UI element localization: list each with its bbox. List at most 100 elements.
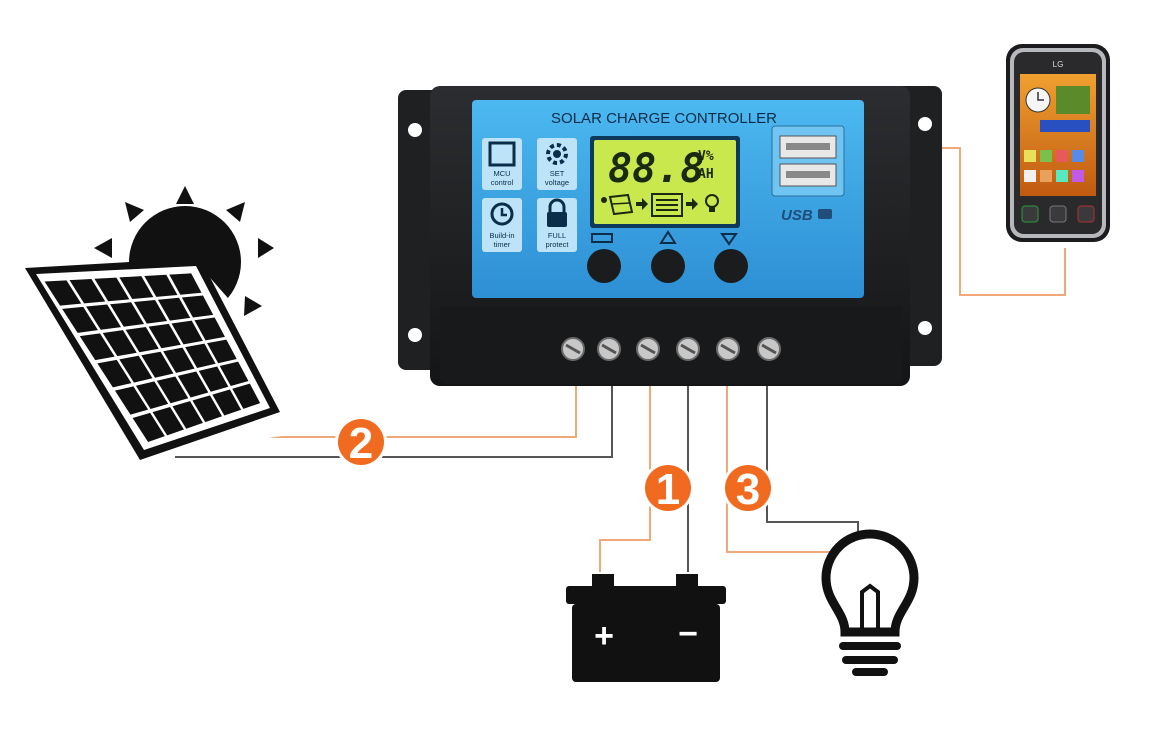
phone-app-grid xyxy=(1024,150,1084,182)
step-number: 1 xyxy=(656,465,680,514)
lcd-flow-icons xyxy=(601,193,719,217)
solar-cell xyxy=(192,395,223,423)
gear-icon xyxy=(546,143,568,165)
down-arrow-icon xyxy=(720,233,738,246)
lock-icon xyxy=(547,198,567,227)
solar-cell xyxy=(135,381,169,409)
mount-hole-left-bottom xyxy=(408,328,422,342)
solar-cell xyxy=(172,401,203,429)
solar-cell xyxy=(133,300,168,324)
step-number: 3 xyxy=(736,465,760,514)
solar-cell xyxy=(119,355,153,383)
lcd-unit-bottom: AH xyxy=(698,167,714,182)
solar-panel xyxy=(25,186,342,460)
solar-cell xyxy=(198,366,229,392)
terminal-screw-slot xyxy=(565,343,581,355)
solar-cell xyxy=(119,276,154,300)
lcd-unit-top: V% xyxy=(698,149,714,164)
wire-load-negative xyxy=(766,378,859,545)
solar-cell xyxy=(110,302,145,327)
menu-button[interactable] xyxy=(587,249,621,283)
lcd-arrow-icon xyxy=(686,198,698,210)
usb-port: USB xyxy=(771,125,845,224)
lcd-sun-panel-icon xyxy=(601,193,634,216)
terminal-screw-slot xyxy=(601,343,617,355)
solar-cell xyxy=(148,323,181,349)
charge-controller: SOLAR CHARGE CONTROLLER MCU control SET … xyxy=(398,86,942,386)
feature-label-line1: Build-in xyxy=(489,231,514,240)
feature-tiles: MCU control SET voltage Build-in t xyxy=(482,138,577,252)
solar-cell xyxy=(102,330,137,357)
solar-cell xyxy=(169,273,202,295)
menu-icon xyxy=(591,233,613,243)
step-number: 2 xyxy=(349,419,373,468)
phone-photo-widget xyxy=(1056,86,1090,114)
solar-cell xyxy=(181,295,214,318)
mount-hole-right-bottom xyxy=(918,321,932,335)
usb-label: USB xyxy=(781,207,813,224)
solar-cell xyxy=(163,347,195,373)
step-badge-2: 2 xyxy=(335,416,387,468)
feature-mcu-control: MCU control xyxy=(482,138,522,190)
solar-cell xyxy=(171,320,203,345)
phone-blue-widget xyxy=(1040,120,1090,132)
down-button[interactable] xyxy=(714,249,748,283)
wire-battery-positive xyxy=(599,378,651,572)
solar-cell xyxy=(156,376,189,404)
lcd-battery-icon xyxy=(651,193,683,217)
wire-solar-negative xyxy=(175,378,613,458)
feature-full-protect: FULL protect xyxy=(537,198,577,252)
feature-set-voltage: SET voltage xyxy=(537,138,577,190)
solar-cell xyxy=(69,278,106,304)
solar-cell xyxy=(207,339,237,364)
solar-cell xyxy=(185,343,216,369)
chip-icon xyxy=(488,141,516,167)
up-button[interactable] xyxy=(651,249,685,283)
wire-load-positive xyxy=(726,378,840,553)
solar-cell xyxy=(219,361,249,387)
solar-cell xyxy=(194,317,225,341)
solar-cell xyxy=(144,274,178,297)
solar-cell xyxy=(125,327,159,353)
terminal-screw-slot xyxy=(680,343,696,355)
solar-cell xyxy=(62,306,98,333)
mobile-phone: LG xyxy=(1006,44,1110,242)
solar-cell xyxy=(177,371,209,398)
terminal-screws xyxy=(561,337,781,361)
terminal-screw-slot xyxy=(761,343,777,355)
feature-label-line2: control xyxy=(491,178,514,187)
mount-hole-left-top xyxy=(408,123,422,137)
battery-minus: − xyxy=(678,615,698,653)
phone-keys xyxy=(1021,205,1095,223)
terminal-block xyxy=(440,306,902,384)
terminal-screw-slot xyxy=(720,343,736,355)
step-badge-1: 1 xyxy=(642,462,694,514)
step-badge-3: 3 xyxy=(722,462,774,514)
solar-panel-cells xyxy=(44,273,261,442)
lcd-bulb-icon xyxy=(705,194,719,212)
usb-plug-icon xyxy=(818,209,832,219)
clock-icon xyxy=(490,202,514,226)
solar-cell xyxy=(94,277,130,302)
feature-build-in-timer: Build-in timer xyxy=(482,198,522,252)
feature-label-line1: SET xyxy=(550,169,565,178)
mount-hole-right-top xyxy=(918,117,932,131)
solar-cell xyxy=(44,280,82,306)
lcd-display: 88.8 V% AH xyxy=(590,136,740,228)
lcd-digits: 88.8 xyxy=(608,146,704,192)
solar-cell xyxy=(141,351,174,378)
up-arrow-icon xyxy=(659,230,677,244)
solar-cell xyxy=(114,386,149,415)
lcd-arrow-icon xyxy=(636,198,648,210)
solar-cell xyxy=(79,333,115,361)
controller-title: SOLAR CHARGE CONTROLLER xyxy=(551,110,777,127)
battery-icon: + − xyxy=(566,574,726,682)
feature-label-line1: FULL xyxy=(548,231,566,240)
feature-label-line1: MCU xyxy=(493,169,510,178)
solar-cell xyxy=(232,383,261,409)
solar-cell xyxy=(212,389,242,416)
solar-cell xyxy=(97,359,132,388)
feature-label-line2: protect xyxy=(546,240,570,249)
feature-label-line2: timer xyxy=(494,240,511,249)
